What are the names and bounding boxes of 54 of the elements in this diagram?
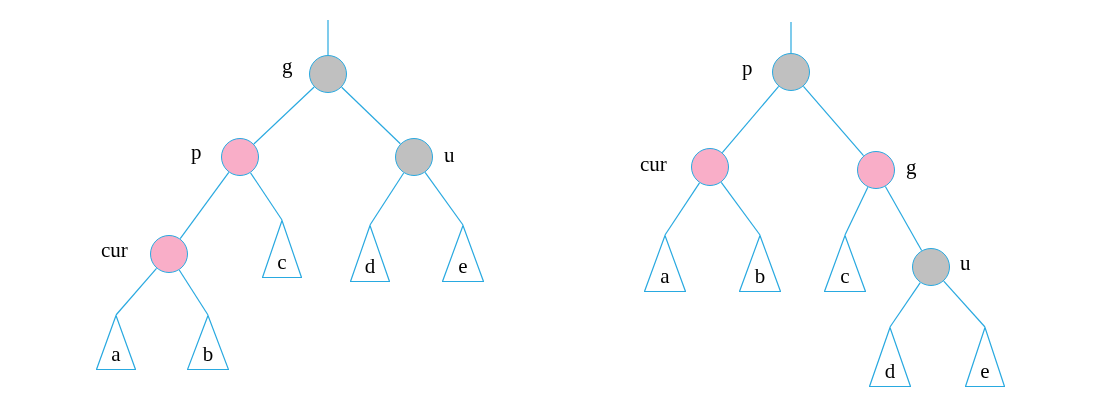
node-label: cur [640,154,667,175]
node-label: p [742,58,753,79]
subtree-label: b [754,266,766,287]
subtree-label: a [111,344,121,365]
node-label: p [191,142,202,163]
subtree-label: e [458,256,468,277]
tree-node-circle [691,148,729,186]
tree-edge [424,171,464,226]
subtree-triangle [96,315,136,370]
subtree-triangle [869,327,911,387]
tree-node-circle [150,235,188,273]
tree-edge [943,280,986,328]
subtree-triangle [262,220,302,278]
node-label: u [444,145,455,166]
subtree-triangle [350,225,390,282]
tree-edge [664,182,701,236]
subtree-label: d [884,361,896,382]
tree-node-circle [395,138,433,176]
subtree-label: b [202,344,214,365]
subtree-triangle [644,235,686,292]
tree-edge [178,269,209,316]
tree-node-circle [772,53,810,91]
tree-edge [115,267,158,316]
node-label: g [282,56,293,77]
tree-edge [844,186,869,236]
tree-node-circle [221,138,259,176]
subtree-triangle [187,315,229,370]
tree-node-circle [309,55,347,93]
tree-node-circle [912,248,950,286]
subtree-triangle [739,235,781,292]
subtree-label: c [277,252,287,273]
tree-edge [721,85,780,154]
subtree-triangle [824,235,866,292]
node-label: cur [101,240,128,261]
tree-edge [369,172,405,226]
tree-edge [720,181,761,236]
node-label: g [906,157,917,178]
subtree-label: d [364,256,376,277]
subtree-label: e [980,361,990,382]
subtree-label: a [660,266,670,287]
tree-edge [253,86,315,145]
tree-edge [884,185,923,252]
tree-edge [802,85,865,157]
tree-edge [179,171,230,240]
subtree-triangle [442,225,484,282]
tree-node-circle [857,151,895,189]
node-label: u [960,253,971,274]
tree-edge [249,172,283,221]
tree-edge [790,21,792,54]
tree-edge [341,86,401,145]
tree-edge [327,19,329,56]
subtree-triangle [965,327,1005,387]
tree-edge [889,282,921,328]
subtree-label: c [840,266,850,287]
